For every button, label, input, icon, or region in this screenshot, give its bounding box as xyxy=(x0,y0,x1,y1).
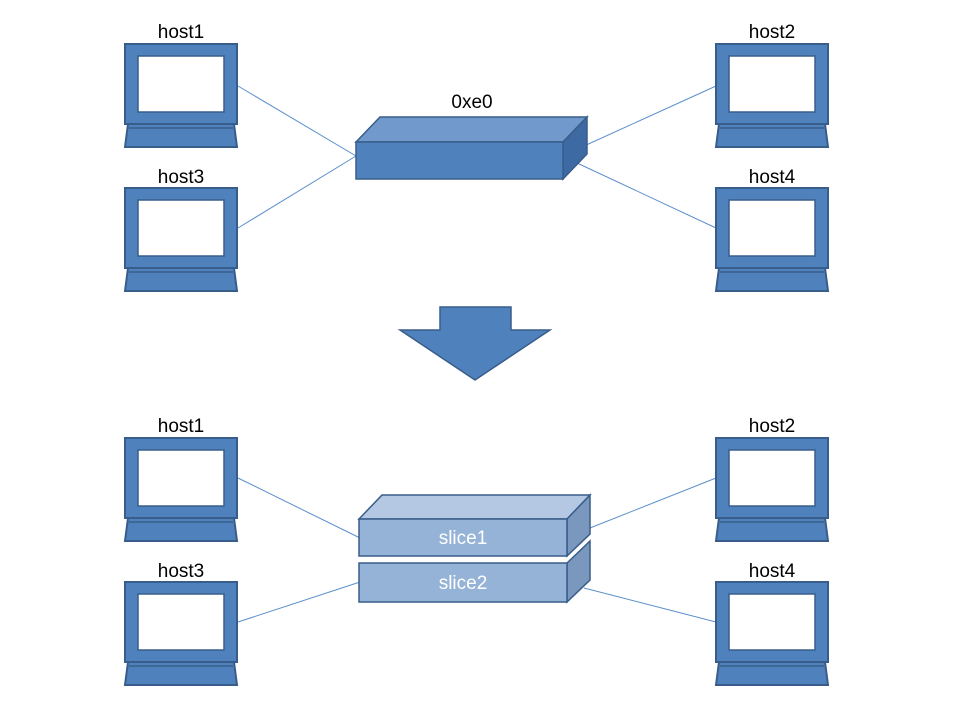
computer-icon xyxy=(124,437,238,542)
top-host4 xyxy=(715,187,829,292)
top-host1 xyxy=(124,43,238,148)
computer-icon xyxy=(715,437,829,542)
bottom-links xyxy=(237,477,717,623)
computer-icon xyxy=(715,581,829,686)
switch-front-face xyxy=(355,141,564,180)
top-host2 xyxy=(715,43,829,148)
top-host1-label: host1 xyxy=(158,22,204,43)
switch-top-face xyxy=(354,116,589,143)
computer-icon xyxy=(124,43,238,148)
link-host3-slice2 xyxy=(237,581,361,623)
bottom-host3 xyxy=(124,581,238,686)
top-host4-label: host4 xyxy=(749,167,796,188)
slice1-front-face xyxy=(358,518,568,557)
slice2-front-face xyxy=(358,562,568,603)
computer-icon xyxy=(715,43,829,148)
link-slice1-host2 xyxy=(589,477,717,529)
bottom-host4-label: host4 xyxy=(749,561,796,582)
bottom-host4 xyxy=(715,581,829,686)
top-host3 xyxy=(124,187,238,292)
bottom-diagram: slice2 slice1 host1 host3 host2 host4 xyxy=(124,416,829,686)
slice2-label: slice2 xyxy=(439,573,488,594)
link-host1-slice1 xyxy=(237,477,361,539)
computer-icon xyxy=(715,187,829,292)
bottom-host1 xyxy=(124,437,238,542)
bottom-host2 xyxy=(715,437,829,542)
switch-label: 0xe0 xyxy=(451,92,492,113)
link-host1-switch xyxy=(237,85,357,157)
down-arrow-icon xyxy=(397,306,553,381)
slice2-switch: slice2 xyxy=(358,539,591,604)
computer-icon xyxy=(124,187,238,292)
slice1-label: slice1 xyxy=(439,528,488,549)
link-switch-host4 xyxy=(561,155,717,229)
top-diagram: 0xe0 host1 host3 host2 host4 xyxy=(124,22,829,292)
switch-0xe0: 0xe0 xyxy=(354,92,589,181)
slice1-top-face xyxy=(357,494,592,520)
top-host2-label: host2 xyxy=(749,22,795,43)
computer-icon xyxy=(124,581,238,686)
link-slice2-host4 xyxy=(583,587,717,623)
bottom-host3-label: host3 xyxy=(158,561,204,582)
link-host3-switch xyxy=(237,155,357,229)
bottom-host2-label: host2 xyxy=(749,416,795,437)
bottom-host1-label: host1 xyxy=(158,416,204,437)
top-host3-label: host3 xyxy=(158,167,204,188)
slice1-switch: slice1 xyxy=(357,493,592,558)
